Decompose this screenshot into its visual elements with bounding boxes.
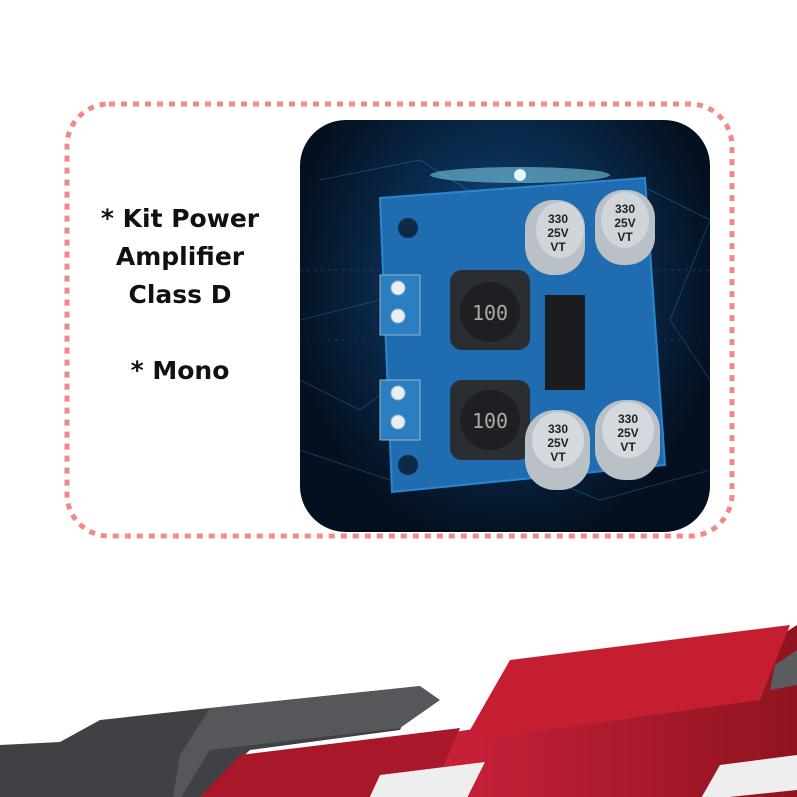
capacitor: 330 25V VT xyxy=(525,200,585,275)
svg-text:100: 100 xyxy=(472,301,508,325)
inductor: 100 xyxy=(450,270,530,350)
inductor: 100 xyxy=(450,380,530,460)
svg-text:330: 330 xyxy=(615,202,635,216)
svg-text:100: 100 xyxy=(472,409,508,433)
caption-line: * Kit Power xyxy=(100,204,260,233)
svg-text:VT: VT xyxy=(550,240,566,254)
capacitor: 330 25V VT xyxy=(595,190,655,265)
capacitor: 330 25V VT xyxy=(595,400,660,480)
product-caption: * Kit Power Amplifier Class D * Mono xyxy=(70,200,290,390)
svg-text:330: 330 xyxy=(548,212,568,226)
svg-text:25V: 25V xyxy=(547,226,568,240)
svg-text:25V: 25V xyxy=(614,216,635,230)
amplifier-board-illustration: 100 100 330 25V VT 330 25V VT 330 25V VT… xyxy=(300,159,710,501)
svg-text:330: 330 xyxy=(548,422,568,436)
product-photo: 100 100 330 25V VT 330 25V VT 330 25V VT… xyxy=(300,120,710,532)
svg-text:VT: VT xyxy=(620,440,636,454)
caption-line: Class D xyxy=(128,280,232,309)
svg-text:25V: 25V xyxy=(617,426,638,440)
svg-text:VT: VT xyxy=(617,230,633,244)
svg-text:VT: VT xyxy=(550,450,566,464)
decorative-bands xyxy=(0,625,797,797)
svg-text:330: 330 xyxy=(618,412,638,426)
caption-line: Amplifier xyxy=(115,242,245,271)
amplifier-chip xyxy=(545,295,585,390)
capacitor: 330 25V VT xyxy=(525,410,590,490)
svg-text:25V: 25V xyxy=(547,436,568,450)
caption-line: * Mono xyxy=(130,356,230,385)
